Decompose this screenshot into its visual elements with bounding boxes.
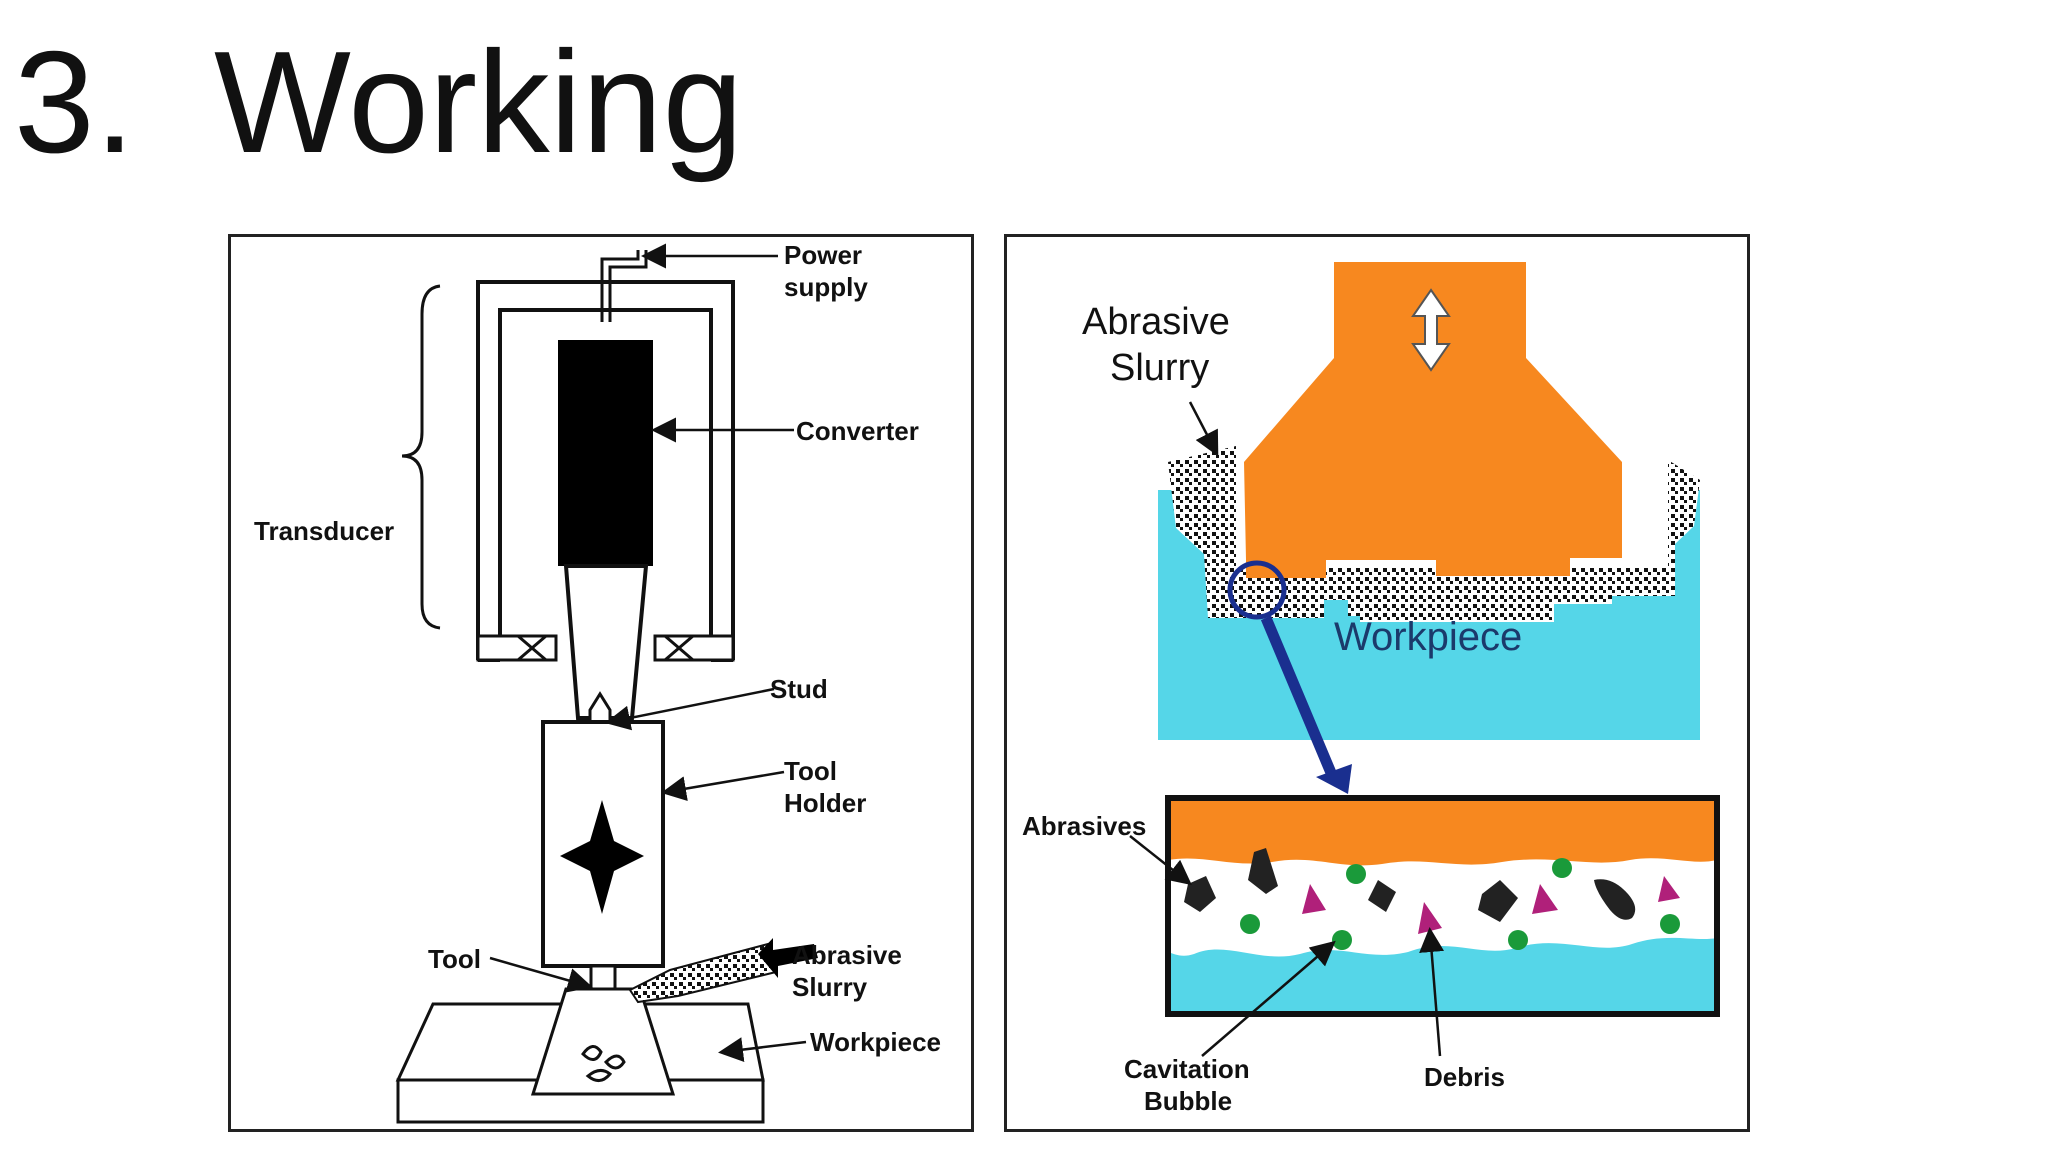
slide-title: 3.Working <box>14 30 743 175</box>
label-cavitation-bubble-2: Bubble <box>1144 1086 1232 1116</box>
cavitation-bubble <box>1552 858 1572 878</box>
cavitation-bubble <box>1240 914 1260 934</box>
label-abrasive-slurry-2: Slurry <box>792 972 868 1002</box>
abrasives-leader <box>1129 835 1192 886</box>
booster-horn <box>563 564 649 720</box>
power-cable <box>600 250 640 322</box>
label-transducer: Transducer <box>254 516 394 546</box>
workpiece-leader <box>718 1037 807 1063</box>
debris-particle <box>1658 876 1680 902</box>
abrasive-particle <box>1248 848 1278 894</box>
cavitation-bubble <box>1332 930 1352 950</box>
label-workpiece: Workpiece <box>810 1027 941 1057</box>
workpiece <box>395 987 765 1124</box>
abrasive-particle <box>1184 876 1216 912</box>
label-cavitation-bubble-1: Cavitation <box>1124 1054 1250 1084</box>
zoomed-detail <box>1165 795 1720 1017</box>
label-converter: Converter <box>796 416 919 446</box>
label-tool-holder-1: Tool <box>784 756 837 786</box>
abrasive-particle <box>1368 880 1396 912</box>
label-power-supply-2: supply <box>784 272 868 302</box>
tool-leader <box>489 956 593 993</box>
label-workpiece: Workpiece <box>1334 615 1522 659</box>
abrasive-particle <box>1594 879 1636 920</box>
slurry-arrow <box>758 938 818 978</box>
detail-arrow-shaft <box>1260 615 1340 783</box>
detail-highlight-circle <box>1227 560 1287 620</box>
label-abrasive-slurry-2: Slurry <box>1110 347 1209 389</box>
vibration-arrow <box>1411 288 1451 372</box>
detail-arrow-head <box>1316 764 1352 794</box>
label-stud: Stud <box>770 674 828 704</box>
cavitation-bubble <box>1660 914 1680 934</box>
label-abrasive-slurry-1: Abrasive <box>792 940 902 970</box>
debris-particle <box>1418 902 1442 934</box>
label-debris: Debris <box>1424 1062 1505 1092</box>
debris-particle <box>1302 884 1326 914</box>
slide-number: 3. <box>14 21 135 183</box>
label-tool-holder-2: Holder <box>784 788 866 818</box>
slide-title-text: Working <box>214 21 744 183</box>
abrasive-particle <box>1478 880 1518 922</box>
label-tool: Tool <box>428 944 481 974</box>
transducer-brace <box>401 284 441 630</box>
label-abrasive-slurry-1: Abrasive <box>1082 301 1230 343</box>
cavitation-bubble-leader <box>1201 940 1336 1057</box>
transducer-housing <box>476 280 735 662</box>
tool-holder-leader <box>661 770 785 801</box>
label-power-supply-1: Power <box>784 240 862 270</box>
abrasive-slurry-leader <box>1188 401 1219 457</box>
cavitation-bubble <box>1346 864 1366 884</box>
stud-leader <box>605 687 775 731</box>
tool-holder-emblem <box>560 800 644 914</box>
label-abrasives: Abrasives <box>1022 811 1146 841</box>
cavitation-bubble <box>1508 930 1528 950</box>
cutting-mechanism-diagram: Abrasive Slurry Workpiece Abrasives Cavi… <box>1004 234 1750 1132</box>
converter <box>558 340 653 566</box>
ultrasonic-machine-diagram: Power supply Converter Transducer Stud T… <box>228 234 974 1132</box>
ultrasonic-tool <box>1244 262 1622 578</box>
debris-leader <box>1419 927 1445 1057</box>
debris-particle <box>1532 884 1558 914</box>
